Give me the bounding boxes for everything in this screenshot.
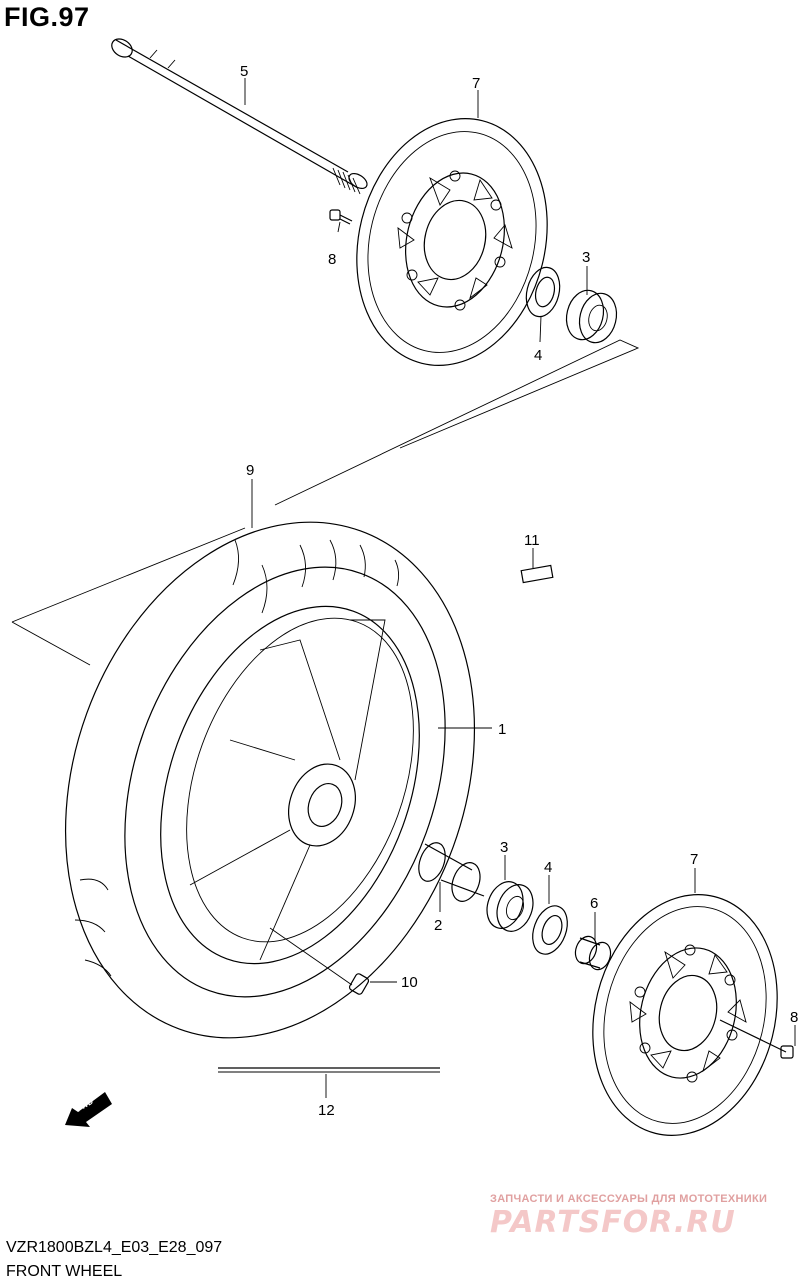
diagram-caption: FRONT WHEEL: [6, 1263, 123, 1280]
figure-title: FIG.97: [4, 2, 90, 32]
assembly-boundary: [11, 339, 640, 666]
rim-tape-part-12: [218, 1067, 440, 1073]
wheel-rim-part-1: [160, 605, 420, 965]
spacer-part-2: [418, 842, 485, 902]
callout-3-top: 3: [582, 249, 590, 266]
callout-12: 12: [318, 1102, 335, 1119]
callout-3-lower: 3: [500, 839, 508, 856]
oil-seal-part-4-top: [525, 266, 561, 318]
watermark-logo: PARTSFOR.RU: [490, 1205, 736, 1240]
fwd-arrow-icon: FWD: [65, 1092, 112, 1127]
diagram-code: VZR1800BZL4_E03_E28_097: [6, 1239, 223, 1256]
balance-weight-part-11: [520, 564, 554, 584]
brake-disc-part-7-top: [356, 118, 548, 366]
callout-11: 11: [524, 532, 540, 549]
callout-4-top: 4: [534, 347, 542, 364]
disc-bolt-part-8-lower: [719, 1019, 794, 1059]
callout-8-top: 8: [328, 251, 336, 268]
callout-10: 10: [401, 974, 418, 991]
callout-4-lower: 4: [544, 859, 552, 876]
callout-labels: 5 7 8 3 4 9 11 1 2 3 4 6 7 8 10 12: [240, 63, 798, 1119]
callout-9: 9: [246, 462, 254, 479]
tire-part-9: [64, 521, 476, 1039]
bearing-part-3-lower: [486, 881, 534, 932]
callout-1: 1: [498, 721, 506, 738]
air-valve-part-10: [348, 973, 370, 995]
callout-6: 6: [590, 895, 598, 912]
callout-7-top: 7: [472, 75, 480, 92]
disc-bolt-part-8-top: [329, 209, 353, 225]
callout-5: 5: [240, 63, 248, 80]
bearing-part-3-top: [565, 289, 618, 344]
collar-part-6: [574, 935, 612, 971]
front-axle-part-5: [111, 38, 368, 195]
callout-7-lower: 7: [690, 851, 698, 868]
oil-seal-part-4-lower: [532, 905, 568, 955]
watermark-tagline: ЗАПЧАСТИ И АКСЕССУАРЫ ДЛЯ МОТОТЕХНИКИ: [490, 1193, 768, 1205]
brake-disc-part-7-lower: [592, 894, 778, 1136]
callout-8-lower: 8: [790, 1009, 798, 1026]
callout-2: 2: [434, 917, 442, 934]
leader-lines: [244, 78, 796, 1098]
